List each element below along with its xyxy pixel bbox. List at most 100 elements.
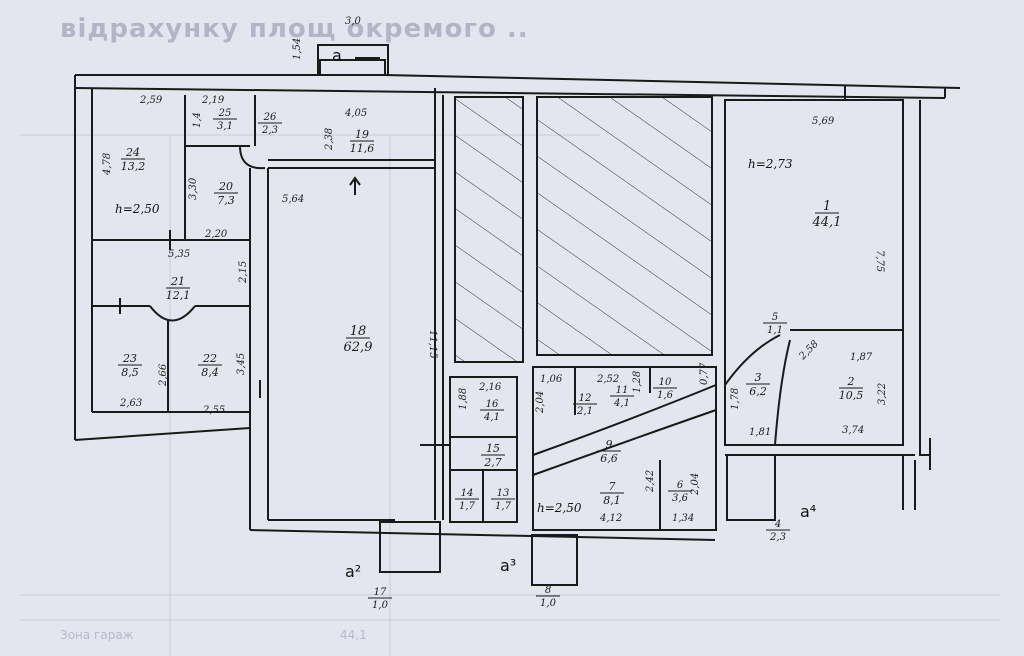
dimension-d-1-78: 1,78 (730, 388, 741, 410)
dimension-d-3-0: 3,0 (345, 16, 362, 27)
room-number: 9 (606, 438, 613, 451)
dimension-d-2-42: 2,42 (645, 470, 656, 493)
dimension-d-4-05: 4,05 (344, 108, 367, 119)
room-number: 6 (677, 480, 684, 491)
room-number: 4 (774, 519, 781, 530)
room-number: 18 (350, 324, 367, 339)
room-label-16: 164,1 (480, 399, 504, 423)
room-number: 20 (218, 180, 233, 193)
room-area: 6,6 (600, 452, 618, 465)
room-number: 8 (545, 585, 551, 596)
room-label-8: 81,0 (536, 585, 560, 609)
dimension-d-1-34: 1,34 (672, 513, 694, 524)
room-area: 7,3 (217, 194, 235, 207)
dimension-d-2-52: 2,52 (596, 374, 619, 385)
room-number: 21 (170, 275, 185, 288)
ceiling-height-h-mid: h=2,50 (537, 501, 582, 515)
room-label-15: 152,7 (481, 442, 505, 469)
room-label-9: 96,6 (597, 438, 621, 465)
room-label-13: 131,7 (491, 488, 515, 512)
dimension-d-3-22: 3,22 (877, 383, 888, 405)
dimension-d-1-06: 1,06 (540, 374, 563, 385)
dimension-d-1-54: 1,54 (292, 38, 303, 60)
room-area: 4,1 (483, 412, 500, 423)
room-label-11: 114,1 (610, 385, 634, 409)
room-area: 2,1 (576, 406, 593, 417)
room-number: 1 (823, 199, 831, 214)
dimension-d-2-04a: 2,04 (535, 391, 546, 414)
dimension-d-3-30: 3,30 (188, 177, 199, 200)
room-label-22: 228,4 (198, 352, 222, 379)
dimension-d-2-04b: 2,04 (690, 473, 701, 496)
entrance-label-a3: a³ (500, 556, 516, 575)
room-number: 13 (497, 488, 510, 499)
room-area: 13,2 (121, 160, 146, 173)
room-number: 23 (122, 352, 137, 365)
room-number: 3 (755, 371, 762, 384)
room-number: 24 (125, 146, 140, 159)
room-label-5: 51,1 (763, 312, 787, 336)
table-row-value: 44,1 (340, 628, 367, 642)
room-label-2: 210,5 (839, 375, 864, 402)
dimension-d-2-16: 2,16 (478, 382, 502, 393)
dimension-d-2-63: 2,63 (119, 398, 142, 409)
room-area: 2,7 (483, 456, 502, 469)
room-area: 6,2 (749, 385, 767, 398)
room-label-6: 63,6 (668, 480, 692, 504)
room-number: 11 (616, 385, 629, 396)
room-number: 16 (486, 399, 499, 410)
room-area: 3,1 (217, 121, 233, 132)
background-table-lines (20, 134, 1000, 656)
room-number: 2 (847, 375, 855, 388)
room-number: 7 (609, 480, 616, 493)
room-area: 2,3 (261, 125, 278, 136)
room-number: 5 (772, 312, 778, 323)
room-number: 26 (263, 112, 277, 123)
ceiling-height-h-left: h=2,50 (115, 202, 160, 216)
room-label-17: 171,0 (368, 587, 392, 611)
room-area: 3,6 (672, 493, 689, 504)
room-area: 11,6 (350, 142, 375, 155)
room-area: 1,7 (495, 501, 512, 512)
dimension-d-5-35: 5,35 (168, 249, 190, 260)
room-number: 10 (659, 377, 672, 388)
dimension-d-0-77: 0,77 (699, 362, 710, 385)
room-number: 14 (461, 488, 474, 499)
dimension-d-11-15: 11,15 (427, 330, 438, 359)
room-area: 8,5 (121, 366, 139, 379)
table-row-label: Зона гараж (60, 628, 134, 642)
dimension-d-2-55: 2,55 (202, 405, 225, 416)
room-label-10: 101,6 (653, 377, 677, 401)
room-area: 1,0 (372, 600, 389, 611)
room-label-23: 238,5 (118, 352, 142, 379)
room-number: 22 (202, 352, 217, 365)
dimension-d-3-74: 3,74 (842, 425, 864, 436)
dimension-d-3-45: 3,45 (236, 353, 247, 375)
entrance-label-a4: a⁴ (800, 502, 816, 521)
dimension-d-4-78: 4,78 (102, 153, 113, 176)
dimension-d-2-38: 2,38 (324, 128, 335, 151)
room-label-7: 78,1 (600, 480, 624, 507)
room-area: 2,3 (769, 532, 786, 543)
room-area: 1,6 (657, 390, 674, 401)
dimension-d-2-15: 2,15 (238, 261, 249, 284)
room-number: 25 (218, 108, 232, 119)
document-header: відрахунку площ окремого .. (60, 14, 529, 44)
dimension-d-2-19: 2,19 (201, 95, 225, 106)
dimension-d-1-4: 1,4 (192, 112, 203, 128)
dimension-d-5-69: 5,69 (812, 116, 835, 127)
dimension-d-1-87: 1,87 (850, 352, 873, 363)
dimension-d-5-64: 5,64 (282, 194, 304, 205)
room-number: 19 (355, 128, 369, 141)
room-number: 12 (579, 393, 592, 404)
room-area: 8,4 (201, 366, 219, 379)
room-area: 10,5 (839, 389, 864, 402)
room-area: 1,7 (459, 501, 476, 512)
entrance-label-a2: a² (345, 562, 361, 581)
room-label-1: 144,1 (812, 199, 842, 230)
room-number: 17 (374, 587, 387, 598)
